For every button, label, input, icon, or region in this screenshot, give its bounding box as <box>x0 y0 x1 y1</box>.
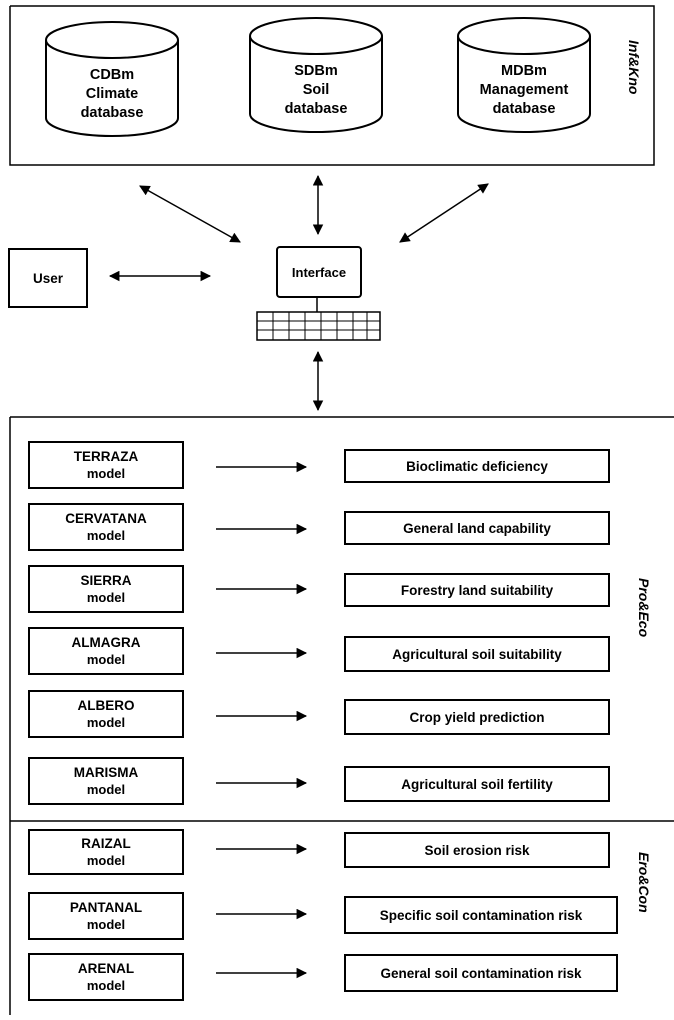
interface-box: Interface <box>276 246 362 298</box>
info-knowledge-frame <box>9 5 655 166</box>
model-suffix: model <box>86 978 126 993</box>
result-label: General soil contamination risk <box>380 965 582 981</box>
model-box: ALMAGRA model <box>28 627 184 675</box>
model-box: CERVATANA model <box>28 503 184 551</box>
model-name: RAIZAL <box>81 836 131 851</box>
result-label: Forestry land suitability <box>400 582 554 598</box>
db-type: database <box>284 101 348 117</box>
result-label: Soil erosion risk <box>424 842 530 858</box>
user-box: User <box>8 248 88 308</box>
database-icon <box>249 17 383 133</box>
result-box: General soil contamination risk <box>344 954 618 992</box>
model-suffix: model <box>86 853 126 868</box>
climate-database: CDBm Climate database <box>44 18 180 138</box>
model-name: ALMAGRA <box>71 635 141 650</box>
group-label-inf-kno: Inf&Kno <box>626 40 642 95</box>
model-suffix: model <box>86 466 126 481</box>
model-box: SIERRA model <box>28 565 184 613</box>
model-name: PANTANAL <box>69 900 143 915</box>
result-box: Bioclimatic deficiency <box>344 449 610 483</box>
result-box: Agricultural soil suitability <box>344 636 610 672</box>
model-suffix: model <box>86 917 126 932</box>
database-icon <box>45 21 179 137</box>
result-box: Crop yield prediction <box>344 699 610 735</box>
result-box: General land capability <box>344 511 610 545</box>
database-icon <box>457 17 591 133</box>
db-name: Climate <box>85 86 139 102</box>
result-label: Agricultural soil suitability <box>392 646 562 662</box>
model-suffix: model <box>86 782 126 797</box>
model-box: ALBERO model <box>28 690 184 738</box>
model-name: TERRAZA <box>73 449 139 464</box>
model-suffix: model <box>86 590 126 605</box>
management-database: MDBm Management database <box>456 14 592 134</box>
result-label: General land capability <box>403 520 551 536</box>
result-box: Soil erosion risk <box>344 832 610 868</box>
model-suffix: model <box>86 652 126 667</box>
model-name: ARENAL <box>77 961 135 976</box>
arrow-climate-interface <box>139 185 241 243</box>
result-label: Crop yield prediction <box>409 709 545 725</box>
model-name: ALBERO <box>77 698 135 713</box>
model-suffix: model <box>86 528 126 543</box>
group-label-pro-eco: Pro&Eco <box>636 578 652 638</box>
keyboard-icon <box>256 311 381 341</box>
model-box: MARISMA model <box>28 757 184 805</box>
model-name: MARISMA <box>73 765 139 780</box>
db-type: database <box>492 101 556 117</box>
model-name: CERVATANA <box>65 511 147 526</box>
user-label: User <box>32 270 64 286</box>
model-box: RAIZAL model <box>28 829 184 875</box>
result-box: Agricultural soil fertility <box>344 766 610 802</box>
model-box: PANTANAL model <box>28 892 184 940</box>
model-box: TERRAZA model <box>28 441 184 489</box>
soil-database: SDBm Soil database <box>248 14 384 134</box>
result-label: Bioclimatic deficiency <box>406 458 548 474</box>
db-code: CDBm <box>89 67 135 83</box>
model-box: ARENAL model <box>28 953 184 1001</box>
group-label-ero-con: Ero&Con <box>636 852 652 913</box>
result-label: Specific soil contamination risk <box>379 907 583 923</box>
db-type: database <box>80 105 144 121</box>
arrow-management-interface <box>399 183 489 243</box>
result-label: Agricultural soil fertility <box>401 776 553 792</box>
db-name: Management <box>479 82 569 98</box>
result-box: Specific soil contamination risk <box>344 896 618 934</box>
model-name: SIERRA <box>80 573 132 588</box>
db-code: MDBm <box>501 63 547 79</box>
db-code: SDBm <box>294 63 338 79</box>
result-box: Forestry land suitability <box>344 573 610 607</box>
model-suffix: model <box>86 715 126 730</box>
interface-label: Interface <box>291 264 347 280</box>
db-name: Soil <box>302 82 330 98</box>
